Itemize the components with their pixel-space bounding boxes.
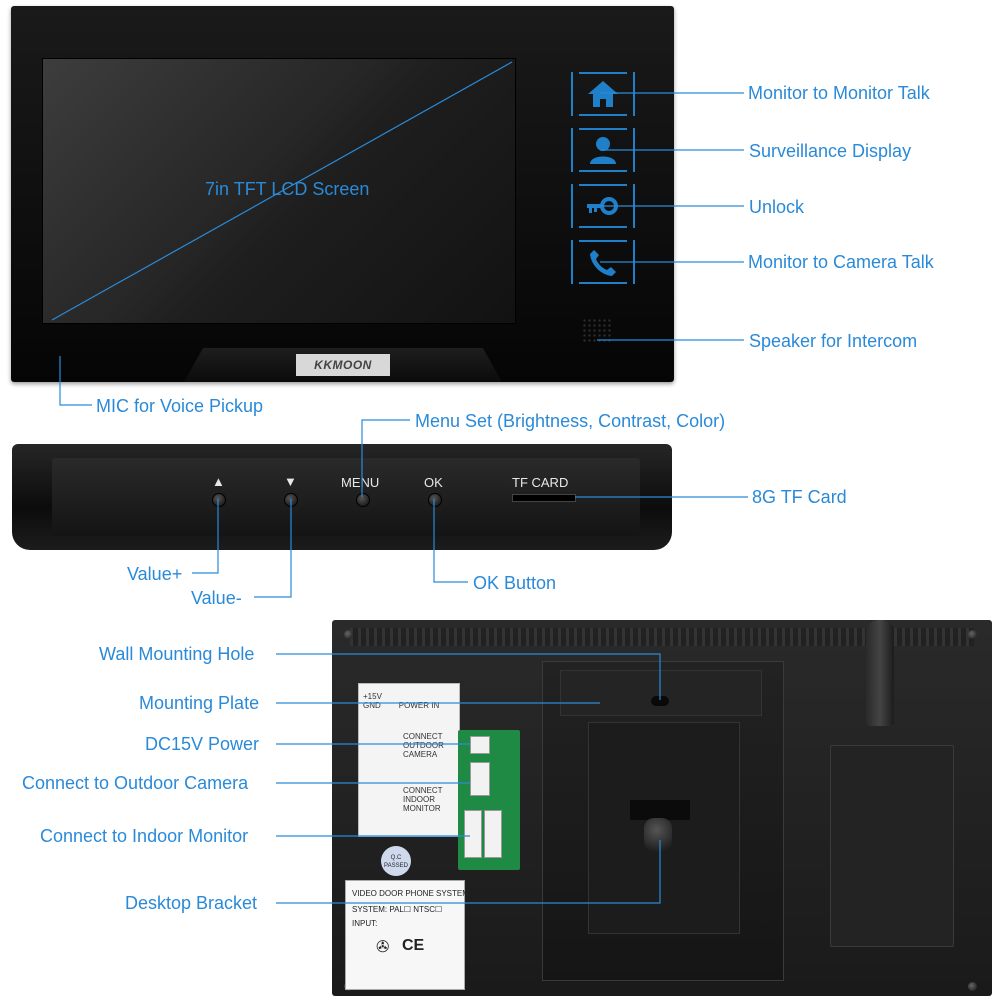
callout-desktop-bracket: Desktop Bracket <box>125 893 258 913</box>
sticker-power-in: POWER IN <box>398 701 440 710</box>
qc-line-2: PASSED <box>384 863 408 869</box>
sticker-gnd: GND <box>363 701 381 710</box>
person-icon <box>590 137 616 164</box>
callout-value-plus: Value+ <box>127 564 183 584</box>
indoor-monitor-connector-a[interactable] <box>464 810 482 858</box>
key-icon <box>587 197 618 215</box>
screw <box>968 982 977 991</box>
callout-tf-card: 8G TF Card <box>752 487 847 507</box>
type-label-system: SYSTEM: PAL☐ NTSC☐ <box>352 905 443 914</box>
brand-logo: KKMOON <box>296 354 390 376</box>
callout-monitor-to-camera-talk: Monitor to Camera Talk <box>748 252 934 272</box>
power-connector[interactable] <box>470 736 490 754</box>
rear-cover-panel <box>830 745 954 947</box>
menu-label: MENU <box>341 475 380 490</box>
qc-line-1: Q.C <box>390 855 402 861</box>
callout-menu-set: Menu Set (Brightness, Contrast, Color) <box>415 411 726 431</box>
up-arrow-icon: ▲ <box>212 474 225 489</box>
tf-card-label: TF CARD <box>512 475 569 490</box>
callout-unlock: Unlock <box>749 197 805 217</box>
screw <box>344 630 353 639</box>
type-label-title: VIDEO DOOR PHONE SYSTEM <box>352 889 469 898</box>
callout-surveillance-display: Surveillance Display <box>749 141 912 161</box>
outdoor-camera-connector[interactable] <box>470 762 490 796</box>
weee-icon: ✇ <box>376 939 390 956</box>
sticker-outdoor-2: OUTDOOR <box>403 741 444 750</box>
type-label-input: INPUT: <box>352 919 378 928</box>
callout-mic: MIC for Voice Pickup <box>96 396 264 416</box>
speaker-grille <box>582 318 612 342</box>
ok-label: OK <box>424 475 443 490</box>
desktop-bracket[interactable] <box>644 818 672 852</box>
sticker-outdoor-1: CONNECT <box>403 732 443 741</box>
unlock-key[interactable] <box>571 184 635 228</box>
antenna <box>866 620 894 726</box>
callout-mounting-plate: Mounting Plate <box>139 693 260 713</box>
sticker-indoor-1: CONNECT <box>403 786 443 795</box>
callout-dc15v-power: DC15V Power <box>145 734 260 754</box>
ce-mark: CE <box>402 937 425 954</box>
surveillance-key[interactable] <box>571 128 635 172</box>
lcd-screen-label: 7in TFT LCD Screen <box>205 179 370 199</box>
down-arrow-icon: ▼ <box>284 474 297 489</box>
value-plus-button[interactable] <box>212 493 226 507</box>
sticker-indoor-2: INDOOR <box>403 795 435 804</box>
home-icon <box>588 81 618 107</box>
menu-button[interactable] <box>356 493 370 507</box>
product-type-label: VIDEO DOOR PHONE SYSTEM SYSTEM: PAL☐ NTS… <box>345 880 469 990</box>
callout-wall-mounting-hole: Wall Mounting Hole <box>99 644 255 664</box>
connector-board <box>458 730 520 870</box>
sticker-outdoor-3: CAMERA <box>403 750 438 759</box>
wall-mounting-hole <box>651 696 669 706</box>
callout-indoor-monitor: Connect to Indoor Monitor <box>40 826 249 846</box>
sticker-indoor-3: MONITOR <box>403 804 441 813</box>
phone-icon <box>590 250 616 276</box>
screw <box>968 630 977 639</box>
callout-value-minus: Value- <box>191 588 242 608</box>
back-vent-strip <box>350 628 974 646</box>
bracket-slot <box>630 800 690 820</box>
ok-button[interactable] <box>428 493 442 507</box>
value-minus-button[interactable] <box>284 493 298 507</box>
qc-passed-badge: Q.C PASSED <box>381 846 411 876</box>
mounting-plate-upper <box>560 670 762 716</box>
monitor-talk-key[interactable] <box>571 72 635 116</box>
tf-card-slot[interactable] <box>512 494 576 502</box>
callout-speaker: Speaker for Intercom <box>749 331 918 351</box>
callout-ok-button: OK Button <box>473 573 557 593</box>
callout-outdoor-camera: Connect to Outdoor Camera <box>22 773 249 793</box>
callout-monitor-to-monitor-talk: Monitor to Monitor Talk <box>748 83 930 103</box>
sticker-15v: +15V <box>363 692 382 701</box>
indoor-monitor-connector-b[interactable] <box>484 810 502 858</box>
camera-talk-key[interactable] <box>571 240 635 284</box>
